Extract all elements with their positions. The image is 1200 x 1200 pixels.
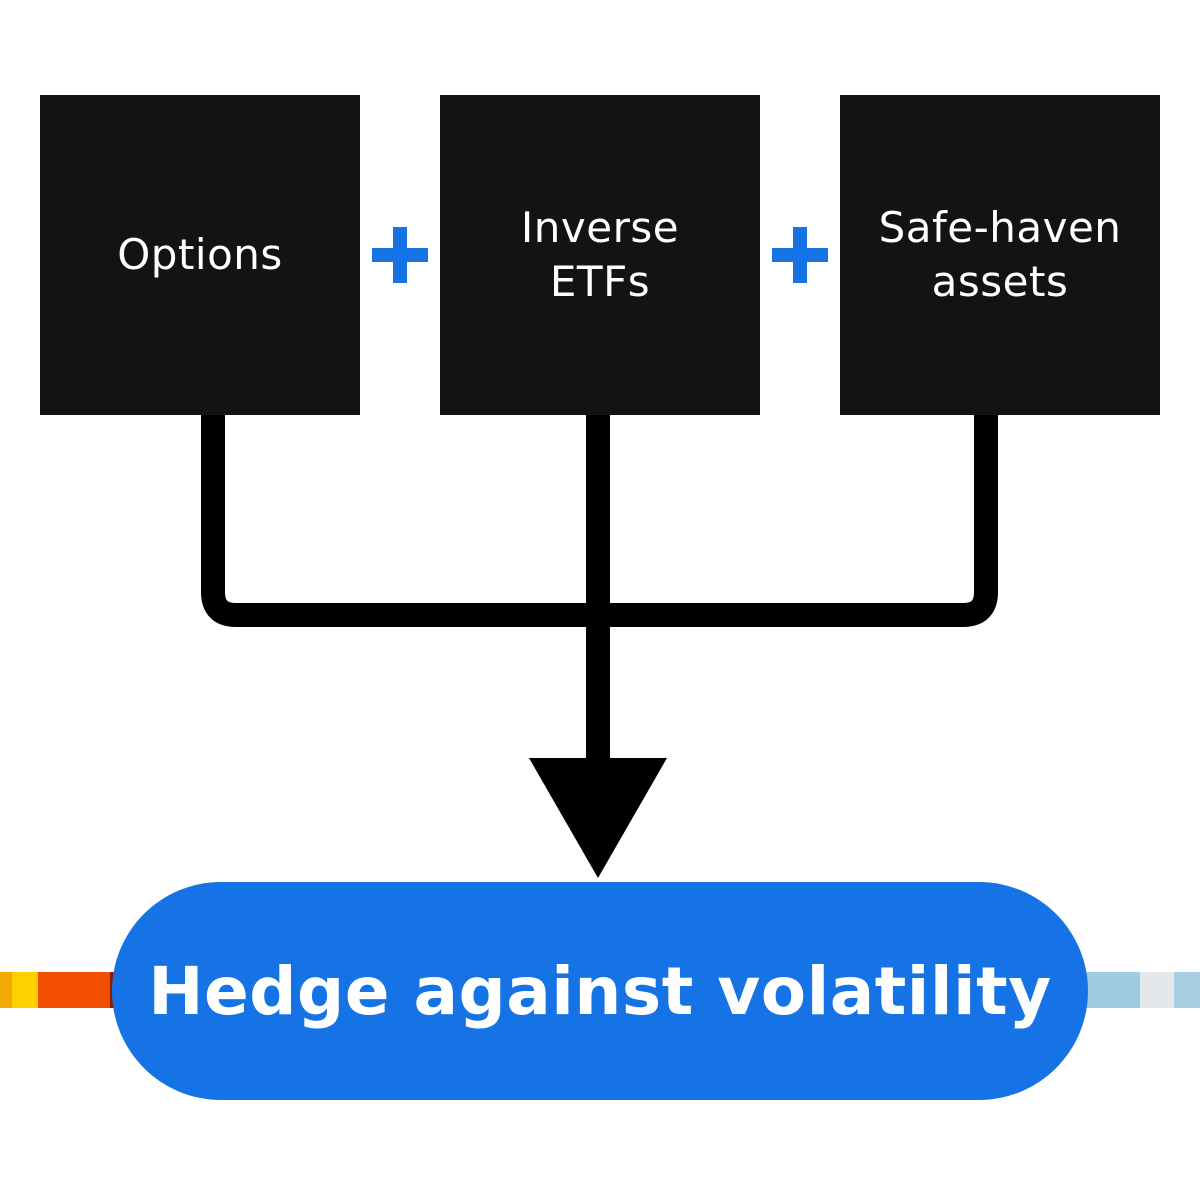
decorative-stripe: [12, 972, 38, 1008]
decorative-stripe: [1140, 972, 1174, 1008]
down-arrow-icon: [529, 758, 667, 878]
decorative-stripe: [1174, 972, 1200, 1008]
options-box: Options: [40, 95, 360, 415]
decorative-stripe: [0, 972, 12, 1008]
decorative-stripe: [1082, 972, 1140, 1008]
plus-icon: [372, 227, 428, 283]
outcome-pill: Hedge against volatility: [112, 882, 1088, 1100]
decorative-stripe: [38, 972, 110, 1008]
inverse-etfs-label-line1: Inverse: [520, 203, 680, 252]
outcome-label: Hedge against volatility: [148, 952, 1052, 1030]
safe-haven-assets-box: Safe-haven assets: [840, 95, 1160, 415]
options-label: Options: [117, 230, 283, 279]
safe-haven-label-line2: assets: [931, 257, 1069, 306]
inverse-etfs-box: Inverse ETFs: [440, 95, 760, 415]
inverse-etfs-label-line2: ETFs: [549, 257, 651, 306]
safe-haven-label-line1: Safe-haven: [878, 203, 1122, 252]
plus-icon: [772, 227, 828, 283]
